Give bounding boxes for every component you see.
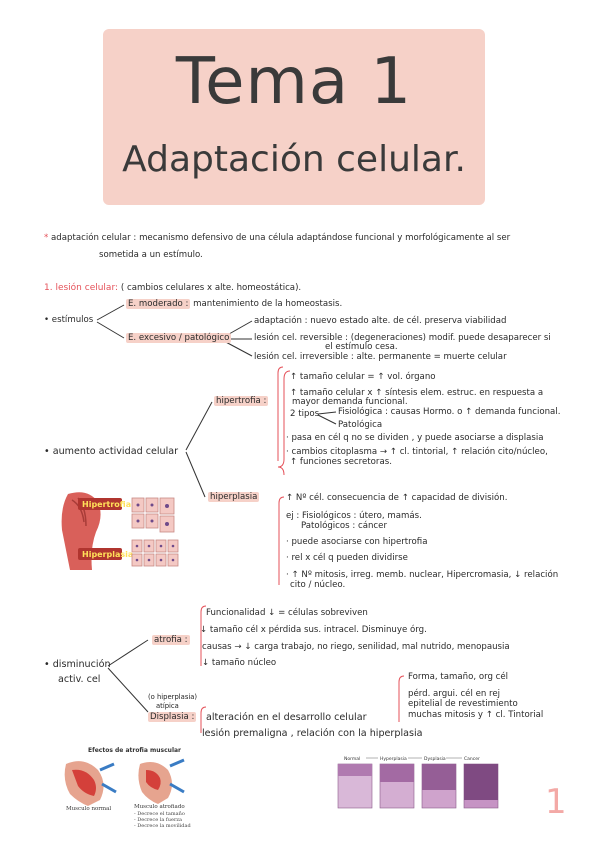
section-1-heading: 1. lesión celular: ( cambios celulares x… <box>44 283 301 293</box>
hiperplasia-line-4: · puede asociarse con hipertrofia <box>286 537 428 547</box>
hipertrofia-line-9: ↑ funciones secretoras. <box>290 457 392 467</box>
hipertrofia-patologica: Patológica <box>338 420 383 430</box>
hipertrofia-line-2: ↑ tamaño celular x ↑ síntesis elem. estr… <box>290 388 544 398</box>
displasia-side-4: muchas mitosis y ↑ cl. Tintorial <box>408 710 544 720</box>
intro-text-2: sometida a un estímulo. <box>99 250 203 260</box>
reversible-text-2: el estímulo cesa. <box>325 342 398 352</box>
hipertrofia-label: hipertrofia : <box>214 396 269 406</box>
stage-label-normal: Normal <box>344 756 360 762</box>
stage-label-hyperplasia: Hyperplasia <box>380 756 407 762</box>
displasia-note-2: atípica <box>156 702 179 710</box>
stage-label-cancer: Cancer <box>464 756 480 762</box>
hiperplasia-line-7: cito / núcleo. <box>290 580 346 590</box>
displasia-line-1: alteración en el desarrollo celular <box>206 712 367 723</box>
displasia-note-1: (o hiperplasia) <box>148 693 198 701</box>
atrofia-label: atrofia : <box>152 635 190 645</box>
displasia-side-2: pérd. argui. cél en rej <box>408 689 501 699</box>
intro-label: adaptación celular : <box>51 233 137 243</box>
atrofia-line-2: ↓ tamaño cél x pérdida sus. intracel. Di… <box>200 625 427 635</box>
hipertrofia-line-8: · cambios citoplasma → ↑ cl. tintorial, … <box>286 447 548 457</box>
estimulo-moderado-text: mantenimiento de la homeostasis. <box>193 299 343 309</box>
disminucion-label-1: • disminución <box>44 659 111 670</box>
displasia-side-1: Forma, tamaño, org cél <box>408 672 509 682</box>
atrofia-item-3: - Decrece la movilidad <box>134 823 191 829</box>
reversible-text-1: lesión cel. reversible : (degeneraciones… <box>254 333 551 343</box>
estimulo-moderado: E. moderado : mantenimiento de la homeos… <box>126 299 342 309</box>
estimulo-excesivo: E. excesivo / patológico <box>126 333 232 343</box>
estimulo-excesivo-label: E. excesivo / patológico <box>126 333 232 343</box>
atrofia-item-1: - Decrece el tamaño <box>134 810 185 817</box>
hiperplasia-label: hiperplasia <box>208 492 260 502</box>
stages-figure: Normal Hyperplasia Dysplasia Cancer <box>336 754 504 812</box>
hipertrofia-tipos: 2 tipos <box>290 409 320 419</box>
page-title: Tema 1 <box>175 45 413 119</box>
aumento-label: • aumento actividad celular <box>44 446 179 457</box>
atrofia-line-1: Funcionalidad ↓ = células sobreviven <box>206 608 368 618</box>
hiperplasia-line-6: · ↑ Nº mitosis, irreg. memb. nuclear, Hi… <box>286 570 559 580</box>
adaptacion-text: adaptación : nuevo estado alte. de cél. … <box>254 316 507 326</box>
intro-line-1: * adaptación celular : mecanismo defensi… <box>44 233 510 243</box>
irreversible-text: lesión cel. irreversible : alte. permane… <box>254 352 507 362</box>
hiperplasia-line-5: · rel x cél q pueden dividirse <box>286 553 408 563</box>
stage-label-dysplasia: Dysplasia <box>424 756 446 762</box>
displasia-line-2: lesión premaligna , relación con la hipe… <box>202 728 423 739</box>
hipertrofia-hiperplasia-image: Hipertrofia Hiperplasia <box>60 490 186 570</box>
atrofia-figure-title: Efectos de atrofia muscular <box>88 747 181 754</box>
intro-bullet: * <box>44 233 49 243</box>
section-1-title: 1. lesión celular: <box>44 283 119 293</box>
intro-text-1: mecanismo defensivo de una célula adaptá… <box>139 233 511 243</box>
estimulos-label: • estímulos <box>44 315 94 325</box>
hipertrofia-line-1: ↑ tamaño celular = ↑ vol. órgano <box>290 372 436 382</box>
hiperplasia-line-3: Patológicos : cáncer <box>301 521 387 531</box>
image-label-hipertrofia: Hipertrofia <box>82 500 131 509</box>
displasia-label: Displasia : <box>148 712 197 722</box>
atrofia-right-caption: Musculo atrofiado <box>134 804 185 810</box>
section-1-note: ( cambios celulares x alte. homeostática… <box>120 283 302 293</box>
hipertrofia-fisiologica: Fisiológica : causas Hormo. o ↑ demanda … <box>338 407 561 417</box>
atrofia-line-4: ↓ tamaño núcleo <box>202 658 277 668</box>
hiperplasia-line-1: ↑ Nº cél. consecuencia de ↑ capacidad de… <box>286 493 508 503</box>
atrofia-line-3: causas → ↓ carga trabajo, no riego, seni… <box>202 642 510 652</box>
hiperplasia-line-2: ej : Fisiológicos : útero, mamás. <box>286 511 422 521</box>
page-number: 1 <box>545 782 567 822</box>
image-label-hiperplasia: Hiperplasia <box>82 550 133 559</box>
title-box: Tema 1 Adaptación celular. <box>103 29 485 205</box>
atrofia-left-caption: Musculo normal <box>66 806 111 812</box>
atrofia-item-2: - Decrece la fuerza <box>134 817 182 823</box>
hipertrofia-line-3: mayor demanda funcional. <box>292 397 408 407</box>
estimulo-moderado-label: E. moderado : <box>126 299 191 309</box>
page-subtitle: Adaptación celular. <box>122 139 466 180</box>
atrofia-muscular-figure: Efectos de atrofia muscular Musculo norm… <box>62 744 202 834</box>
disminucion-label-2: activ. cel <box>58 674 101 685</box>
displasia-side-3: epitelial de revestimiento <box>408 699 518 709</box>
hipertrofia-line-7: · pasa en cél q no se dividen , y puede … <box>286 433 544 443</box>
